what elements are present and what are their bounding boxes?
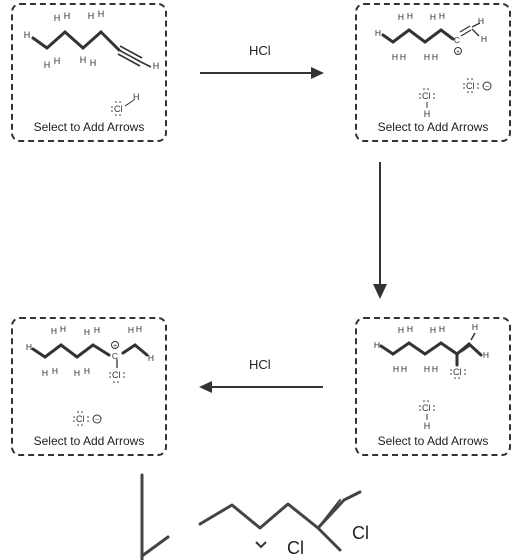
svg-text:H: H (90, 58, 97, 68)
svg-text:H: H (432, 52, 438, 62)
svg-text:H: H (424, 109, 431, 119)
svg-text:H: H (44, 60, 51, 70)
svg-text:Cl: Cl (422, 403, 431, 413)
svg-text:H: H (439, 324, 445, 334)
vinyl-chloride: Cl (450, 367, 466, 379)
hcl-molecule: Cl H (111, 92, 140, 116)
svg-text:H: H (481, 34, 487, 44)
panel-chloroalkene[interactable]: H H H H H H H H H H H Cl Cl (355, 317, 511, 456)
svg-text:H: H (430, 325, 436, 335)
svg-text:Cl: Cl (453, 367, 462, 377)
chloro-substituent: Cl (109, 370, 125, 383)
svg-text:Cl: Cl (422, 91, 431, 101)
svg-text:H: H (24, 30, 31, 40)
svg-text:H: H (424, 421, 431, 431)
svg-text:C: C (112, 351, 118, 361)
svg-text:C: C (454, 35, 460, 45)
bottom-cl-left: Cl (287, 538, 304, 558)
reagent-label-step1: HCl (249, 43, 271, 58)
svg-text:H: H (84, 366, 90, 376)
svg-text:H: H (153, 61, 160, 71)
bottom-cl-right: Cl (352, 523, 369, 543)
chloro-carbocation-structure: H H H H H H H H H C H H H + Cl C (26, 324, 154, 426)
chloride-anion: Cl − (463, 78, 492, 93)
alkyne-structure: H H H H H H H H H H Cl H (24, 9, 160, 116)
svg-text:H: H (483, 350, 489, 360)
panel-alkyne-hcl[interactable]: H H H H H H H H H H Cl H Select to Add A… (11, 3, 167, 142)
select-to-add-arrows-label: Select to Add Arrows (377, 434, 489, 448)
svg-text:H: H (400, 52, 406, 62)
svg-text:H: H (80, 55, 87, 65)
svg-text:H: H (407, 324, 413, 334)
svg-text:Cl: Cl (112, 370, 121, 380)
svg-text:H: H (393, 364, 399, 374)
svg-text:H: H (88, 11, 95, 21)
bottom-sketch (140, 473, 362, 560)
svg-text:H: H (60, 324, 66, 334)
panel-chloro-carbocation[interactable]: H H H H H H H H H C H H H + Cl C (11, 317, 167, 456)
svg-text:H: H (26, 342, 32, 352)
svg-text:H: H (398, 325, 404, 335)
svg-text:H: H (133, 92, 140, 102)
svg-text:H: H (424, 52, 430, 62)
plus-charge-icon: + (111, 341, 119, 350)
hcl-vertical: Cl H (419, 400, 435, 431)
svg-text:H: H (430, 12, 436, 22)
svg-text:H: H (42, 368, 48, 378)
svg-text:H: H (374, 340, 380, 350)
vinyl-cation-structure: H H H H H H H H H C H H + Cl − (375, 11, 492, 119)
select-to-add-arrows-label: Select to Add Arrows (33, 120, 145, 134)
svg-text:H: H (472, 322, 478, 332)
svg-text:H: H (424, 364, 430, 374)
svg-text:H: H (392, 52, 398, 62)
svg-text:Cl: Cl (466, 81, 475, 91)
panel-vinyl-cation[interactable]: H H H H H H H H H C H H + Cl − (355, 3, 511, 142)
svg-text:H: H (54, 13, 61, 23)
select-to-add-arrows-label: Select to Add Arrows (33, 434, 145, 448)
chloroalkene-structure: H H H H H H H H H H H Cl Cl (374, 322, 489, 431)
svg-text:H: H (64, 11, 71, 21)
select-to-add-arrows-label: Select to Add Arrows (377, 120, 489, 134)
svg-text:Cl: Cl (76, 414, 85, 424)
svg-text:H: H (432, 364, 438, 374)
svg-text:H: H (148, 353, 154, 363)
svg-text:H: H (74, 368, 80, 378)
svg-text:H: H (84, 327, 90, 337)
svg-text:H: H (98, 9, 105, 19)
svg-text:H: H (478, 16, 484, 26)
chevron-down-icon (255, 541, 267, 549)
svg-text:+: + (456, 49, 460, 56)
svg-text:−: − (95, 417, 99, 424)
svg-text:H: H (136, 324, 142, 334)
reagent-label-step3: HCl (249, 357, 271, 372)
svg-text:H: H (398, 12, 404, 22)
svg-text:H: H (128, 325, 134, 335)
plus-charge-icon: + (454, 47, 462, 56)
hcl-vertical: Cl H (419, 88, 435, 119)
svg-text:+: + (113, 343, 117, 350)
svg-text:H: H (407, 11, 413, 21)
svg-text:H: H (401, 364, 407, 374)
svg-text:H: H (94, 325, 100, 335)
svg-text:H: H (375, 28, 381, 38)
chloride-anion: Cl − (73, 411, 102, 426)
svg-text:H: H (54, 56, 61, 66)
svg-text:−: − (485, 84, 489, 91)
svg-text:H: H (51, 326, 57, 336)
svg-text:Cl: Cl (114, 104, 123, 114)
svg-text:H: H (439, 11, 445, 21)
svg-text:H: H (52, 366, 58, 376)
